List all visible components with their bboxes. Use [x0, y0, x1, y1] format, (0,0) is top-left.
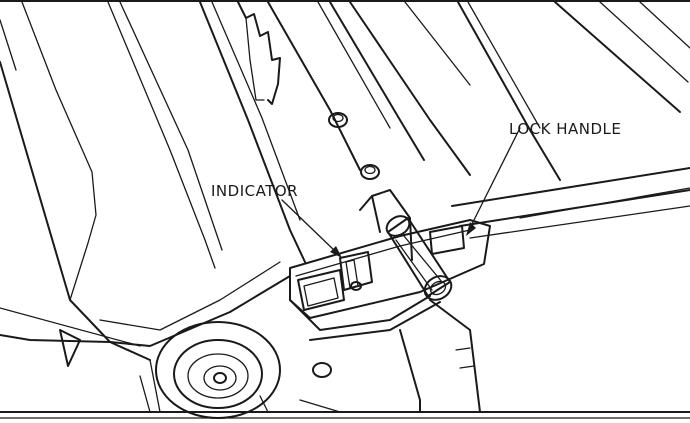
tilt-handwheel	[139, 321, 281, 419]
callout-leaders	[281, 127, 521, 258]
lock-handle-part	[385, 215, 453, 301]
miter-gauge	[289, 189, 491, 319]
saw-base-cabinet	[59, 295, 481, 413]
indicator-label: INDICATOR	[211, 182, 298, 200]
lock-handle-label: LOCK HANDLE	[509, 120, 621, 138]
rail-bolts	[328, 112, 380, 180]
saw-table-top	[0, 1, 690, 347]
saw-blade	[237, 1, 281, 105]
